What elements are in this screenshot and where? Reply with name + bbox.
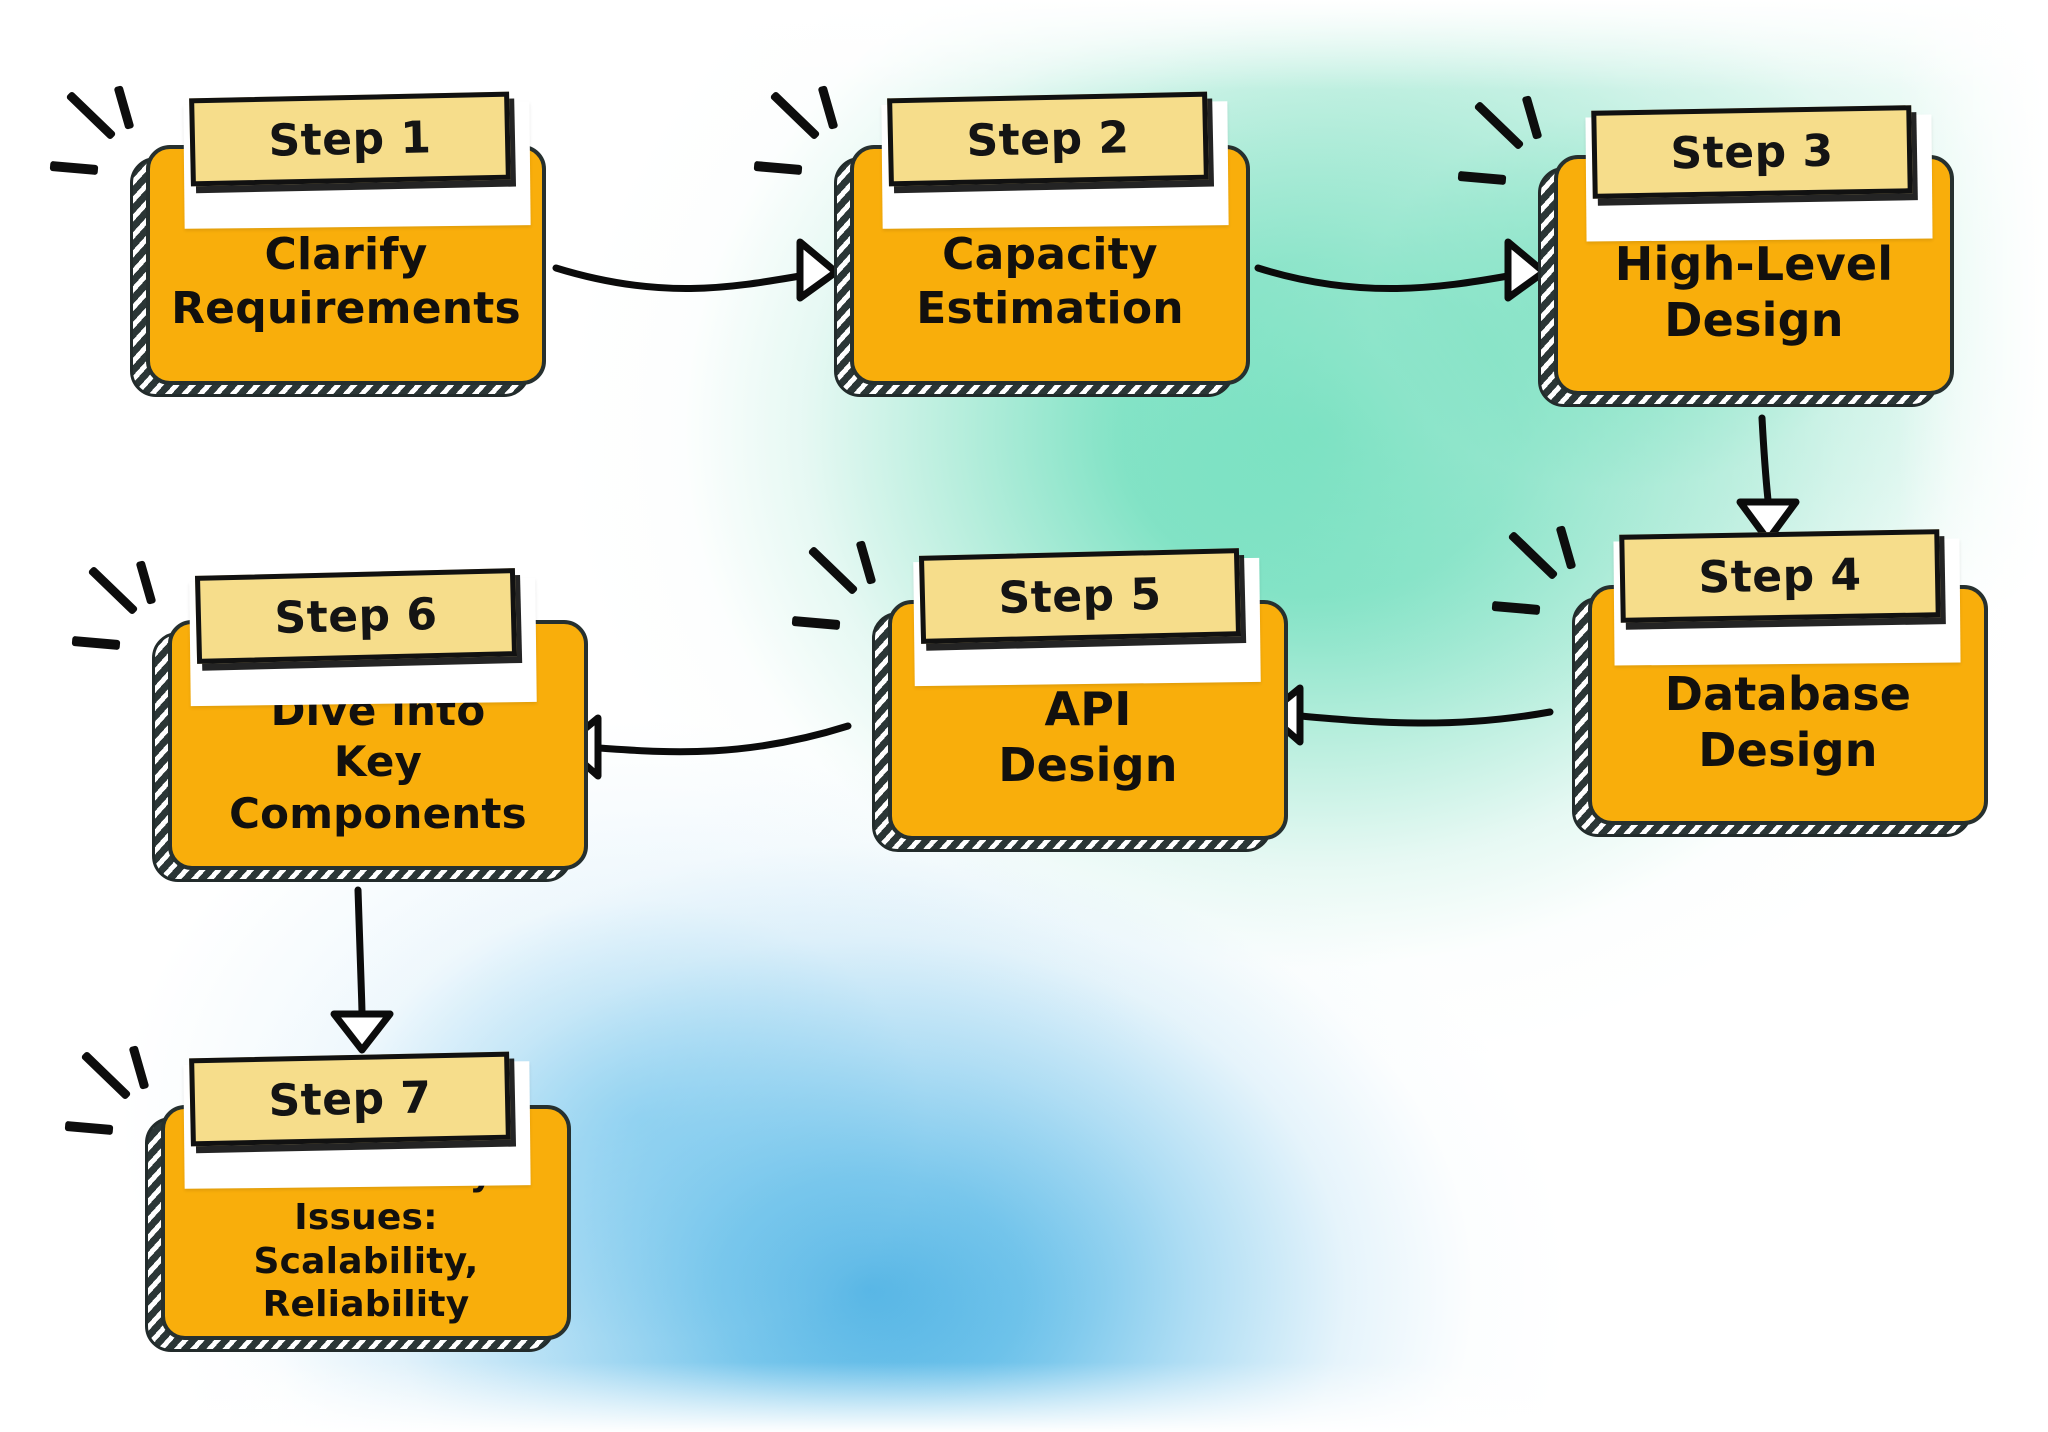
node-step-tab: Step 4: [1619, 529, 1941, 623]
flowchart-node-step5[interactable]: API Design Step 5: [791, 540, 1294, 866]
node-step-label: Step 1: [267, 111, 433, 167]
node-step-tab: Step 1: [189, 91, 511, 187]
node-step-label: Step 5: [997, 568, 1163, 624]
sparkle-stroke: [1521, 95, 1543, 140]
sparkle-stroke: [1491, 600, 1541, 616]
sparkle-stroke: [769, 90, 821, 141]
sparkle-stroke: [49, 160, 99, 176]
flowchart-node-step7[interactable]: Address Key Issues: Scalability, Reliabi…: [64, 1045, 577, 1366]
flowchart-node-step2[interactable]: Capacity Estimation Step 2: [753, 85, 1256, 411]
node-step-label: Step 7: [267, 1071, 433, 1127]
node-step-tab: Step 7: [189, 1051, 511, 1147]
node-body-text: High-Level Design: [1614, 236, 1894, 347]
flowchart-node-step4[interactable]: Database Design Step 4: [1491, 525, 1994, 851]
arrowhead-step7: [330, 1010, 394, 1054]
sparkle-stroke: [855, 540, 877, 585]
edge-step6-step7: [354, 886, 366, 1016]
node-body-text: API Design: [998, 681, 1178, 792]
sparkle-stroke: [791, 615, 841, 631]
sparkle-stroke: [64, 1120, 114, 1136]
node-body-text: Clarify Requirements: [171, 229, 521, 334]
sparkle-stroke: [128, 1045, 150, 1090]
node-step-tab: Step 5: [918, 548, 1242, 644]
node-step-label: Step 2: [965, 111, 1131, 167]
sparkle-stroke: [753, 160, 803, 176]
sparkle-stroke: [113, 85, 135, 130]
edge-step3-step4: [1758, 414, 1772, 504]
node-step-tab: Step 3: [1591, 105, 1913, 199]
sparkle-stroke: [65, 90, 117, 141]
node-body-text: Database Design: [1664, 666, 1912, 777]
sparkle-stroke: [1457, 170, 1507, 186]
node-step-tab: Step 2: [887, 91, 1209, 187]
node-body-text: Dive into Key Components: [229, 686, 527, 838]
sparkle-stroke: [1473, 100, 1525, 151]
flowchart-node-step1[interactable]: Clarify Requirements Step 1: [49, 85, 552, 411]
node-step-label: Step 3: [1670, 125, 1834, 179]
flowchart-node-step6[interactable]: Dive into Key Components Step 6: [71, 560, 594, 896]
sparkle-stroke: [87, 565, 139, 616]
edge-step2-step3: [1254, 264, 1512, 293]
sparkle-stroke: [807, 545, 859, 596]
sparkle-stroke: [1555, 525, 1577, 570]
edge-step5-step6: [594, 722, 852, 756]
flowchart-node-step3[interactable]: High-Level Design Step 3: [1457, 95, 1960, 421]
sparkle-stroke: [817, 85, 839, 130]
arrowhead-step2: [796, 238, 840, 302]
node-step-tab: Step 6: [194, 568, 518, 664]
sparkle-stroke: [80, 1050, 132, 1101]
node-step-label: Step 6: [273, 588, 439, 644]
node-body-text: Capacity Estimation: [916, 229, 1184, 334]
edge-step4-step5: [1296, 708, 1554, 727]
sparkle-stroke: [1507, 530, 1559, 581]
edge-step1-step2: [552, 264, 804, 292]
sparkle-stroke: [135, 560, 157, 605]
sparkle-stroke: [71, 635, 121, 651]
node-step-label: Step 4: [1698, 549, 1862, 603]
